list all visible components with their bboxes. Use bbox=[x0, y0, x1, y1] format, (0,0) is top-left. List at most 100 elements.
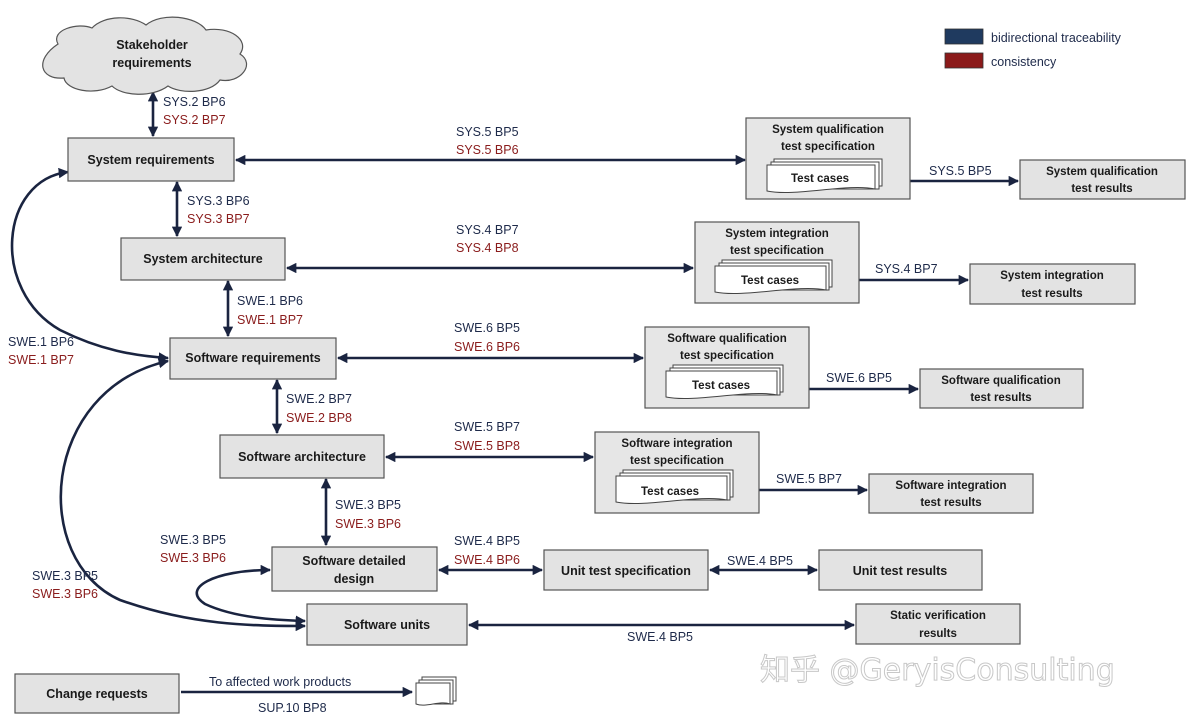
label-swe6-bp6: SWE.6 BP6 bbox=[454, 340, 520, 354]
watermark: 知乎 @GeryisConsulting bbox=[760, 653, 1115, 688]
sys-int-results-line2: test results bbox=[1021, 288, 1082, 300]
change-requests-box: Change requests bbox=[14, 673, 180, 714]
software-detailed-design-line1: Software detailed bbox=[302, 554, 406, 568]
sw-qual-test-cases-doc-icon bbox=[665, 370, 778, 400]
label-sys4-bp7-top: SYS.4 BP7 bbox=[456, 223, 519, 237]
software-units-label: Software units bbox=[344, 618, 430, 632]
sw-qual-spec-line2: test specification bbox=[680, 350, 774, 362]
label-sys3-bp6: SYS.3 BP6 bbox=[187, 194, 250, 208]
unit-test-results-label: Unit test results bbox=[853, 564, 948, 578]
affected-work-products-doc-icon bbox=[415, 676, 457, 706]
system-architecture-box: System architecture bbox=[120, 237, 286, 281]
label-swe3-bp6-left: SWE.3 BP6 bbox=[32, 587, 98, 601]
static-verification-line1: Static verification bbox=[890, 610, 986, 622]
label-swe5-bp7-top: SWE.5 BP7 bbox=[454, 420, 520, 434]
label-swe3-bp5-loop: SWE.3 BP5 bbox=[160, 533, 226, 547]
software-detailed-design-line2: design bbox=[334, 572, 374, 586]
sw-qual-results-line1: Software qualification bbox=[941, 375, 1061, 387]
system-requirements-label: System requirements bbox=[87, 153, 214, 167]
sw-int-test-cases-doc-icon bbox=[615, 475, 728, 505]
unit-test-specification-box: Unit test specification bbox=[543, 549, 709, 591]
relationship-labels: SYS.2 BP6 SYS.2 BP7 SYS.5 BP5 SYS.5 BP6 … bbox=[8, 95, 992, 715]
label-swe5-bp7-right: SWE.5 BP7 bbox=[776, 472, 842, 486]
sw-qual-test-cases-label: Test cases bbox=[692, 380, 750, 392]
sys-int-results-line1: System integration bbox=[1000, 270, 1104, 282]
label-swe3-bp5-left: SWE.3 BP5 bbox=[32, 569, 98, 583]
sw-qual-results-line2: test results bbox=[970, 392, 1031, 404]
stakeholder-label-line1: Stakeholder bbox=[116, 38, 188, 52]
software-units-box: Software units bbox=[306, 603, 468, 646]
stakeholder-requirements-cloud: Stakeholder requirements bbox=[42, 16, 247, 95]
sw-int-results-line2: test results bbox=[920, 497, 981, 509]
label-swe1-bp7-left: SWE.1 BP7 bbox=[8, 353, 74, 367]
label-sys4-bp8: SYS.4 BP8 bbox=[456, 241, 519, 255]
legend: bidirectional traceability consistency bbox=[944, 28, 1122, 69]
unit-test-spec-label: Unit test specification bbox=[561, 564, 691, 578]
system-architecture-label: System architecture bbox=[143, 252, 263, 266]
label-swe4-bp5-top: SWE.4 BP5 bbox=[454, 534, 520, 548]
label-swe1-bp7-mid: SWE.1 BP7 bbox=[237, 313, 303, 327]
curve-detailed-units bbox=[195, 564, 307, 626]
system-requirements-box: System requirements bbox=[67, 137, 235, 182]
label-swe4-bp5-unit: SWE.4 BP5 bbox=[727, 554, 793, 568]
unit-test-results-box: Unit test results bbox=[818, 549, 983, 591]
software-requirements-box: Software requirements bbox=[169, 337, 337, 380]
label-sup10-bp8: SUP.10 BP8 bbox=[258, 701, 327, 715]
software-architecture-label: Software architecture bbox=[238, 450, 366, 464]
software-detailed-design-box: Software detailed design bbox=[271, 546, 438, 592]
label-to-affected: To affected work products bbox=[209, 675, 351, 689]
legend-label-traceability: bidirectional traceability bbox=[991, 31, 1122, 45]
stakeholder-label-line2: requirements bbox=[112, 56, 191, 70]
software-requirements-label: Software requirements bbox=[185, 351, 321, 365]
sys-int-test-cases-doc-icon bbox=[714, 265, 827, 295]
legend-swatch-consistency bbox=[944, 52, 984, 69]
sw-int-spec-line1: Software integration bbox=[621, 438, 732, 450]
sys-qual-spec-line2: test specification bbox=[781, 141, 875, 153]
label-swe2-bp8: SWE.2 BP8 bbox=[286, 411, 352, 425]
label-sys2-bp6: SYS.2 BP6 bbox=[163, 95, 226, 109]
label-sys5-bp5-top: SYS.5 BP5 bbox=[456, 125, 519, 139]
static-verification-results-box: Static verification results bbox=[855, 603, 1021, 645]
label-swe2-bp7: SWE.2 BP7 bbox=[286, 392, 352, 406]
label-swe4-bp6: SWE.4 BP6 bbox=[454, 553, 520, 567]
system-integration-results-box: System integration test results bbox=[969, 263, 1136, 305]
sw-qual-spec-line1: Software qualification bbox=[667, 333, 787, 345]
label-swe3-bp5-mid: SWE.3 BP5 bbox=[335, 498, 401, 512]
static-verification-line2: results bbox=[919, 628, 957, 640]
software-integration-spec: Software integration test specification … bbox=[594, 431, 760, 514]
label-sys4-bp7-right: SYS.4 BP7 bbox=[875, 262, 938, 276]
software-qualification-spec: Software qualification test specificatio… bbox=[644, 326, 810, 409]
sys-qual-results-line1: System qualification bbox=[1046, 166, 1158, 178]
label-swe5-bp8: SWE.5 BP8 bbox=[454, 439, 520, 453]
system-qualification-spec: System qualification test specification … bbox=[745, 117, 911, 200]
label-swe1-bp6-left: SWE.1 BP6 bbox=[8, 335, 74, 349]
sys-qual-test-cases-label: Test cases bbox=[791, 173, 849, 185]
sys-qual-results-line2: test results bbox=[1071, 183, 1132, 195]
sys-qual-spec-line1: System qualification bbox=[772, 124, 884, 136]
label-swe1-bp6-mid: SWE.1 BP6 bbox=[237, 294, 303, 308]
change-requests-label: Change requests bbox=[46, 687, 147, 701]
label-swe6-bp5-top: SWE.6 BP5 bbox=[454, 321, 520, 335]
connectors bbox=[10, 90, 1020, 698]
label-sys2-bp7: SYS.2 BP7 bbox=[163, 113, 226, 127]
label-swe3-bp6-loop: SWE.3 BP6 bbox=[160, 551, 226, 565]
software-qualification-results-box: Software qualification test results bbox=[919, 368, 1084, 409]
sw-int-results-line1: Software integration bbox=[895, 480, 1006, 492]
curve-swreq-units bbox=[59, 358, 307, 632]
label-sys3-bp7: SYS.3 BP7 bbox=[187, 212, 250, 226]
label-swe6-bp5-right: SWE.6 BP5 bbox=[826, 371, 892, 385]
label-sys5-bp5-right: SYS.5 BP5 bbox=[929, 164, 992, 178]
label-sys5-bp6: SYS.5 BP6 bbox=[456, 143, 519, 157]
sys-int-test-cases-label: Test cases bbox=[741, 275, 799, 287]
sys-int-spec-line1: System integration bbox=[725, 228, 829, 240]
system-qualification-results-box: System qualification test results bbox=[1019, 159, 1186, 200]
legend-swatch-traceability bbox=[944, 28, 984, 45]
software-integration-results-box: Software integration test results bbox=[868, 473, 1034, 514]
sys-qual-test-cases-doc-icon bbox=[766, 164, 876, 194]
software-architecture-box: Software architecture bbox=[219, 434, 385, 479]
sw-int-test-cases-label: Test cases bbox=[641, 486, 699, 498]
label-swe4-bp5-units: SWE.4 BP5 bbox=[627, 630, 693, 644]
sys-int-spec-line2: test specification bbox=[730, 245, 824, 257]
sw-int-spec-line2: test specification bbox=[630, 455, 724, 467]
